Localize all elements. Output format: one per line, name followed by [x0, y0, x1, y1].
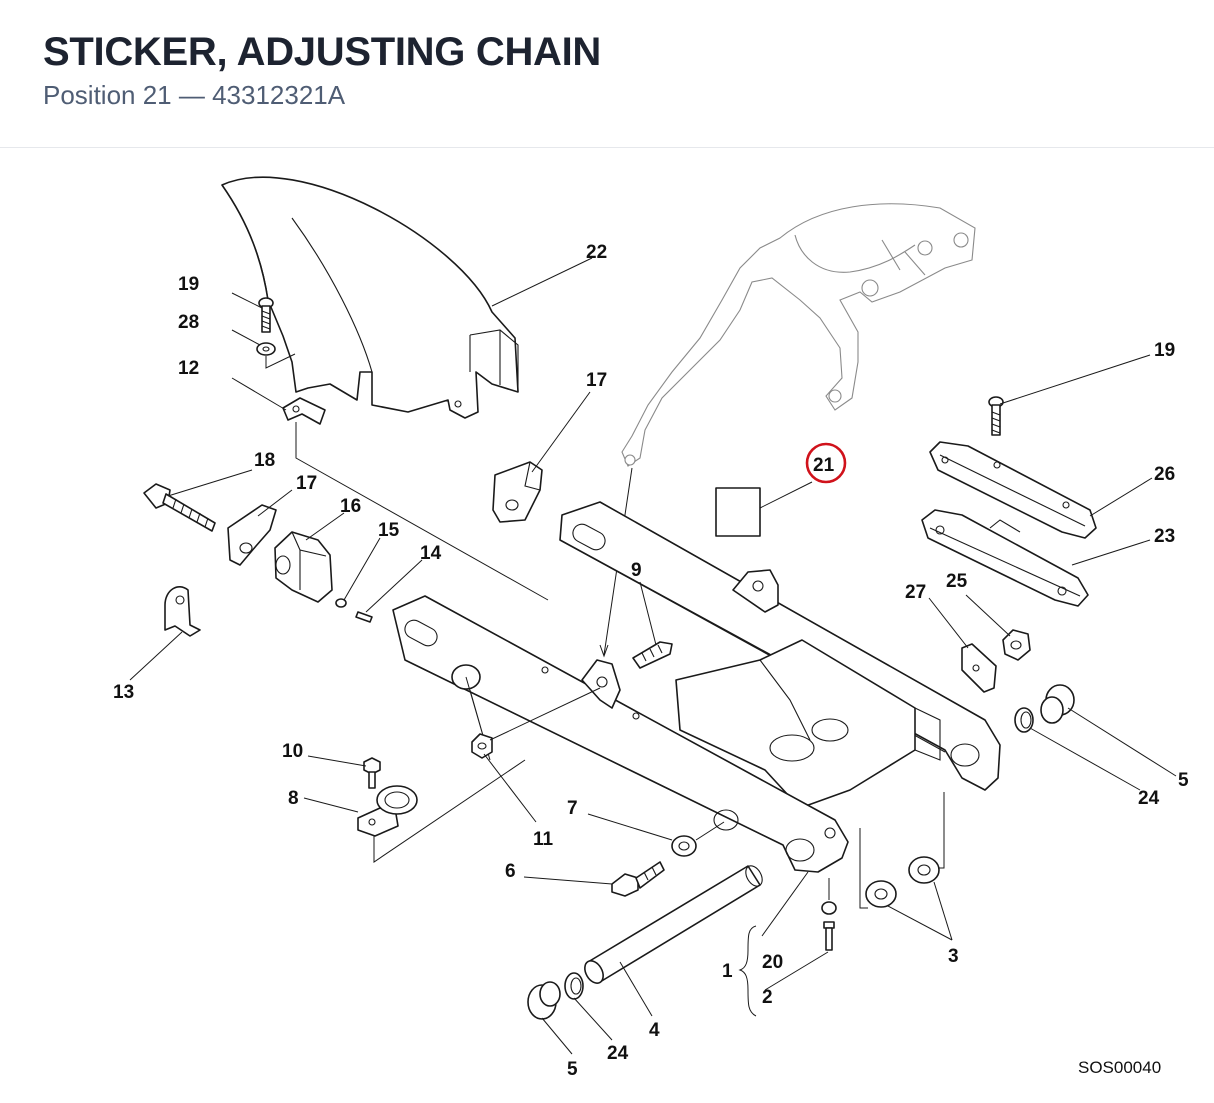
part-6-bolt — [611, 861, 665, 897]
callout-22: 22 — [586, 242, 607, 263]
part-21-sticker — [715, 487, 761, 537]
part-subtitle: Position 21 — 43312321A — [43, 80, 346, 110]
callout-20: 20 — [762, 952, 783, 973]
part-28-washer — [256, 342, 276, 356]
part-19-screw-left — [258, 297, 274, 333]
drawing-code: SOS00040 — [1078, 1058, 1161, 1077]
callout-17-lower: 17 — [296, 473, 317, 494]
callout-12: 12 — [178, 358, 199, 379]
highlight-circle — [805, 442, 847, 484]
callout-18: 18 — [254, 450, 275, 471]
callout-11: 11 — [533, 829, 554, 850]
part-frame-bracket — [621, 203, 976, 467]
part-24-circlip-right — [1014, 707, 1034, 733]
part-10-screw — [363, 757, 381, 789]
callout-9: 9 — [631, 560, 642, 581]
part-19-screw-right — [988, 396, 1004, 436]
page-title: STICKER, ADJUSTING CHAIN — [43, 30, 602, 74]
callout-19-right: 19 — [1154, 340, 1175, 361]
part-22-mudguard — [221, 176, 519, 419]
callout-19-left: 19 — [178, 274, 199, 295]
part-5-cap-left — [527, 981, 561, 1020]
part-16-adjuster-block — [274, 531, 333, 603]
part-26-slider-rail — [929, 441, 1097, 539]
callout-24-right: 24 — [1138, 788, 1160, 809]
part-3-washers — [865, 856, 940, 908]
part-23-slider-base — [921, 509, 1089, 607]
callout-4: 4 — [649, 1020, 660, 1041]
callout-15: 15 — [378, 520, 400, 541]
part-5-cap-right — [1040, 684, 1075, 724]
part-17-slider-lower — [227, 504, 277, 566]
page-header: STICKER, ADJUSTING CHAIN Position 21 — 4… — [0, 0, 1214, 148]
part-25-nut — [1002, 629, 1031, 661]
part-12-clip — [282, 397, 326, 425]
part-11-nut — [471, 733, 493, 759]
part-8-clamp — [357, 785, 418, 837]
leader-lines — [129, 257, 1177, 1055]
callout-5-right: 5 — [1178, 770, 1189, 791]
part-15-washer — [335, 598, 347, 608]
callout-1: 1 — [722, 961, 733, 982]
part-17-slider-upper — [492, 461, 543, 523]
part-24-circlip-left — [564, 972, 584, 1000]
callout-3: 3 — [948, 946, 959, 967]
callout-27: 27 — [905, 582, 926, 603]
callout-7: 7 — [567, 798, 578, 819]
callout-13: 13 — [113, 682, 134, 703]
callout-26: 26 — [1154, 464, 1175, 485]
callout-5-left: 5 — [567, 1059, 578, 1080]
callout-21: 21 — [813, 455, 835, 476]
callout-8: 8 — [288, 788, 299, 809]
callout-16: 16 — [340, 496, 361, 517]
part-2-screw — [823, 921, 835, 951]
swing-arm — [392, 501, 1001, 873]
callout-17-upper: 17 — [586, 370, 607, 391]
part-14-screw — [355, 611, 373, 623]
part-4-spindle — [584, 865, 763, 984]
part-18-bolt — [143, 483, 216, 532]
callout-23: 23 — [1154, 526, 1175, 547]
callout-10: 10 — [282, 741, 303, 762]
part-9-screw — [632, 641, 673, 669]
part-27-plate — [961, 643, 997, 693]
callout-labels: 19 28 12 22 17 19 21 26 23 18 17 16 15 1… — [113, 242, 1189, 1080]
callout-14: 14 — [420, 543, 442, 564]
part-13-bracket — [164, 586, 201, 637]
callout-2: 2 — [762, 987, 773, 1008]
callout-6: 6 — [505, 861, 516, 882]
callout-25: 25 — [946, 571, 968, 592]
callout-24-left: 24 — [607, 1043, 629, 1064]
part-7-washer — [671, 835, 697, 857]
callout-28: 28 — [178, 312, 199, 333]
part-20-washer — [821, 901, 837, 915]
